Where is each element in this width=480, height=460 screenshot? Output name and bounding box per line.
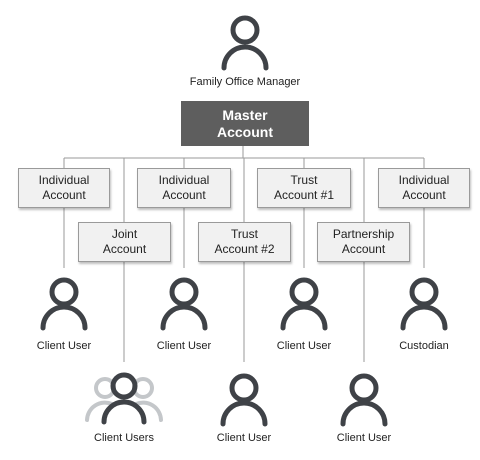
account-line2: Account (102, 242, 147, 256)
master-account-box: Master Account (181, 101, 309, 146)
user-label: Client Users (94, 432, 154, 444)
account-line1: Individual (38, 173, 90, 187)
master-account-line2: Account (217, 123, 273, 140)
person-icon (340, 373, 388, 427)
account-line1: Individual (398, 173, 450, 187)
account-line1: Trust (231, 227, 258, 241)
person-icon (40, 277, 88, 331)
person-icon (220, 373, 268, 427)
user-label: Client User (216, 432, 272, 444)
account-line2: Account (42, 188, 86, 202)
custodian-label: Custodian (399, 340, 449, 352)
account-line1: Individual (158, 173, 210, 187)
account-line2: Account (341, 242, 386, 256)
manager-person-icon (221, 15, 269, 71)
manager-label: Family Office Manager (189, 76, 301, 88)
group-person-icon (85, 372, 163, 425)
account-line1: Trust (290, 173, 318, 187)
user-label: Client User (336, 432, 392, 444)
person-icon (280, 277, 328, 331)
account-line2: Account (402, 188, 446, 202)
account-line1: Joint (111, 227, 138, 241)
person-icon (400, 277, 448, 331)
master-account-line1: Master (222, 106, 268, 123)
user-label: Client User (36, 340, 92, 352)
account-line2: Account #2 (214, 242, 275, 256)
person-icon (160, 277, 208, 331)
account-line1: Partnership (332, 227, 395, 241)
user-label: Client User (156, 340, 212, 352)
connector-lines (63, 146, 425, 362)
user-label: Client User (276, 340, 332, 352)
account-line2: Account #1 (273, 188, 335, 202)
account-line2: Account (162, 188, 206, 202)
